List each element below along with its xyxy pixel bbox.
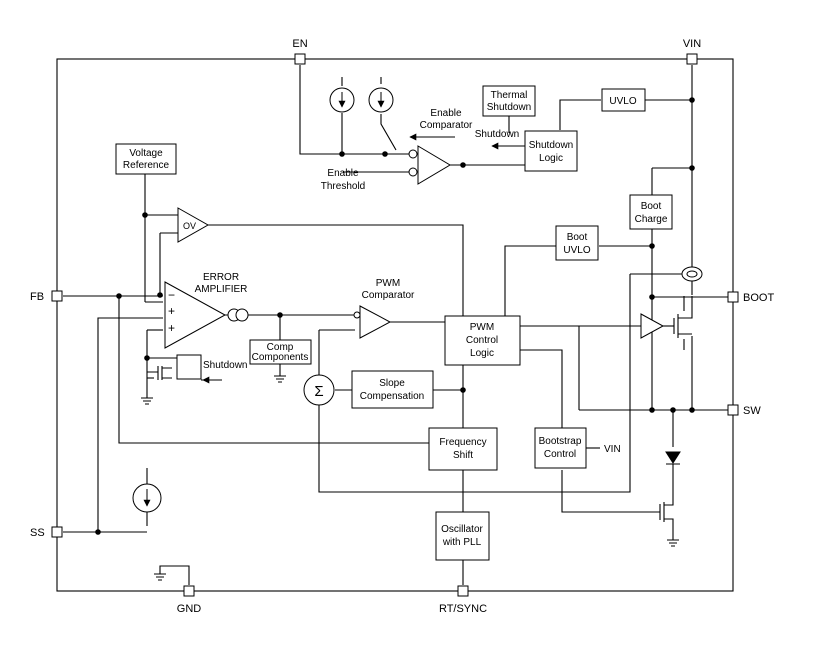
error-amp-plus-2: + bbox=[168, 321, 175, 335]
diode-icon bbox=[665, 451, 681, 465]
bootstrap-vin-label: VIN bbox=[604, 444, 621, 455]
svg-text:Frequency: Frequency bbox=[439, 437, 486, 448]
ov-label: OV bbox=[183, 221, 196, 231]
frequency-shift-block: Frequency Shift bbox=[428, 427, 498, 471]
shutdown-arrow-label: Shutdown bbox=[475, 129, 519, 140]
enable-comparator-label: Enable bbox=[430, 108, 462, 119]
pin-sw: SW bbox=[727, 404, 761, 417]
current-source-icon bbox=[329, 87, 355, 113]
pin-gnd-label: GND bbox=[177, 603, 202, 615]
soft-start-shutdown-label: Shutdown bbox=[203, 360, 247, 371]
sigma-label: Σ bbox=[314, 383, 323, 400]
pin-vin-label: VIN bbox=[683, 38, 701, 50]
current-source-icon bbox=[368, 87, 394, 113]
uvlo-block: UVLO bbox=[601, 88, 646, 112]
soft-start-switch-icon bbox=[141, 354, 202, 405]
pwm-comparator-label-2: Comparator bbox=[362, 290, 415, 301]
enable-comparator-icon bbox=[408, 145, 451, 185]
soft-start-current-source-icon bbox=[132, 483, 162, 513]
svg-text:Components: Components bbox=[252, 352, 309, 363]
svg-text:Control: Control bbox=[466, 335, 498, 346]
boot-uvlo-block: Boot UVLO bbox=[555, 225, 599, 261]
pin-rt-sync-label: RT/SYNC bbox=[439, 603, 487, 615]
pin-boot: BOOT bbox=[727, 291, 774, 304]
svg-text:Boot: Boot bbox=[641, 201, 662, 212]
gate-driver-icon bbox=[640, 313, 665, 339]
pin-en: EN bbox=[292, 38, 308, 65]
svg-text:PWM: PWM bbox=[470, 322, 494, 333]
pwm-comparator-label: PWM bbox=[376, 278, 400, 289]
svg-text:Comp: Comp bbox=[267, 342, 294, 353]
enable-threshold-label: Enable bbox=[327, 168, 359, 179]
svg-text:Shift: Shift bbox=[453, 450, 473, 461]
thermal-shutdown-block: Thermal Shutdown bbox=[482, 85, 536, 117]
error-amp-minus: − bbox=[168, 288, 175, 302]
pin-sw-label: SW bbox=[743, 405, 761, 417]
pin-ss: SS bbox=[30, 526, 63, 539]
enable-threshold-label-2: Threshold bbox=[321, 181, 365, 192]
transconductance-icon bbox=[227, 308, 249, 322]
summing-node-icon: Σ bbox=[303, 374, 335, 406]
pwm-control-logic-block: PWM Control Logic bbox=[444, 315, 521, 366]
voltage-reference-block: Voltage Reference bbox=[115, 143, 177, 175]
pin-ss-label: SS bbox=[30, 527, 45, 539]
pin-gnd: GND bbox=[177, 585, 202, 615]
junction-dots bbox=[95, 97, 695, 535]
svg-text:Logic: Logic bbox=[470, 348, 494, 359]
svg-text:Shutdown: Shutdown bbox=[487, 102, 531, 113]
pin-fb-label: FB bbox=[30, 291, 44, 303]
svg-text:Boot: Boot bbox=[567, 232, 588, 243]
shutdown-logic-block: Shutdown Logic bbox=[524, 130, 578, 172]
svg-text:UVLO: UVLO bbox=[563, 245, 590, 256]
svg-text:Voltage: Voltage bbox=[129, 148, 163, 159]
ground-icon bbox=[667, 539, 679, 547]
ground-icon bbox=[274, 375, 286, 383]
wires bbox=[56, 58, 734, 592]
slope-compensation-block: Slope Compensation bbox=[351, 370, 434, 409]
chip-outline bbox=[56, 58, 734, 592]
svg-text:Slope: Slope bbox=[379, 378, 405, 389]
error-amp-plus-1: + bbox=[168, 304, 175, 318]
oscillator-block: Oscillator with PLL bbox=[435, 511, 490, 561]
svg-text:Charge: Charge bbox=[635, 214, 668, 225]
low-side-mosfet-icon bbox=[659, 494, 674, 524]
boot-charge-block: Boot Charge bbox=[629, 194, 673, 230]
svg-text:UVLO: UVLO bbox=[609, 96, 636, 107]
current-sense-icon bbox=[681, 266, 703, 282]
high-side-mosfet-icon bbox=[673, 296, 693, 338]
svg-text:Bootstrap: Bootstrap bbox=[539, 436, 582, 447]
svg-text:Logic: Logic bbox=[539, 153, 563, 164]
bootstrap-control-block: Bootstrap Control bbox=[534, 427, 587, 469]
pin-boot-label: BOOT bbox=[743, 292, 774, 304]
pin-fb: FB bbox=[30, 290, 63, 303]
svg-text:with PLL: with PLL bbox=[442, 537, 482, 548]
error-amplifier-label-2: AMPLIFIER bbox=[195, 284, 248, 295]
error-amplifier-label: ERROR bbox=[203, 272, 239, 283]
pwm-comparator-icon bbox=[353, 305, 392, 339]
svg-text:Shutdown: Shutdown bbox=[529, 140, 573, 151]
svg-text:Compensation: Compensation bbox=[360, 391, 424, 402]
svg-text:Thermal: Thermal bbox=[491, 90, 528, 101]
svg-text:Control: Control bbox=[544, 449, 576, 460]
error-amplifier-icon: − + + bbox=[164, 281, 227, 349]
comp-components-block: Comp Components bbox=[249, 339, 312, 365]
pin-en-label: EN bbox=[292, 38, 307, 50]
svg-text:Reference: Reference bbox=[123, 160, 170, 171]
enable-comparator-label-2: Comparator bbox=[420, 120, 473, 131]
ov-comparator-icon: OV bbox=[177, 207, 210, 243]
ground-icon bbox=[154, 573, 166, 581]
pin-vin: VIN bbox=[683, 38, 701, 65]
svg-text:Oscillator: Oscillator bbox=[441, 524, 483, 535]
pin-rt-sync: RT/SYNC bbox=[439, 585, 487, 615]
